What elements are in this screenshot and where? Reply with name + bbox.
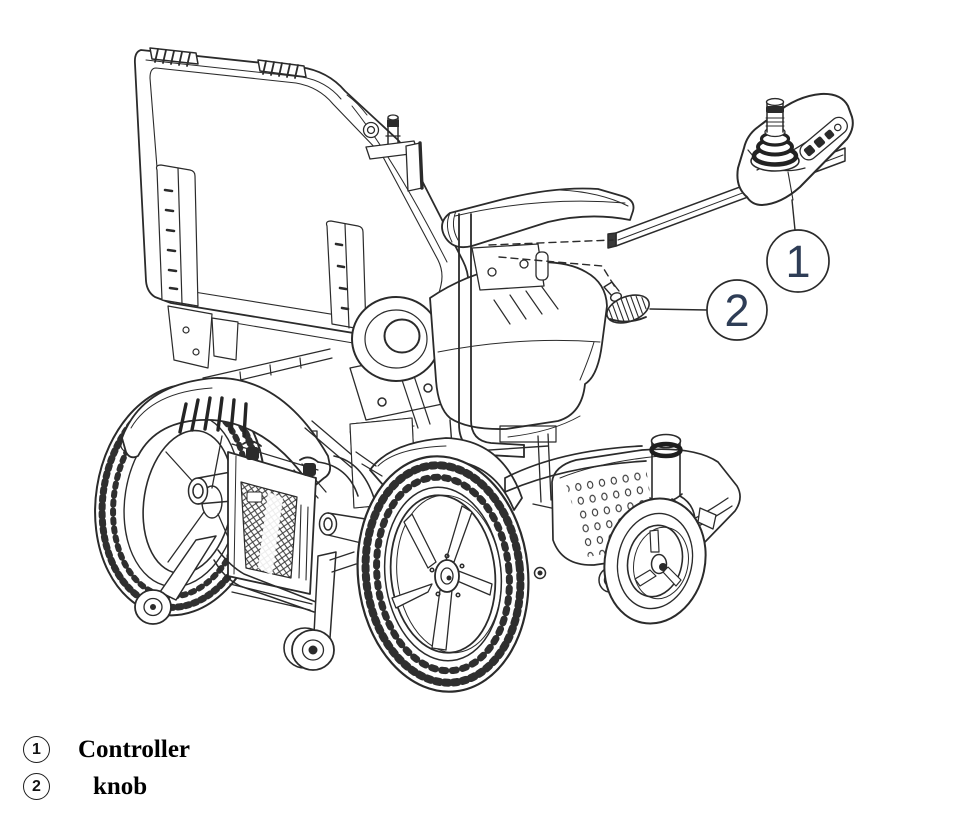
legend-number-1: 1 <box>23 736 50 763</box>
anti-tip-assembly <box>134 535 357 671</box>
legend-item-controller: 1 Controller <box>23 731 190 768</box>
callout-1: 1 <box>766 199 830 293</box>
backrest-straps <box>155 164 367 331</box>
battery-box <box>227 417 417 611</box>
dashed-line-knob <box>498 256 616 288</box>
callout-1-leader-line <box>791 199 796 231</box>
legend-label-knob: knob <box>93 773 148 800</box>
wheel-spokes <box>391 505 493 651</box>
backrest-lower-brackets <box>167 305 449 389</box>
armrest-bracket <box>471 243 549 291</box>
legend-item-knob: 2 knob <box>23 768 190 805</box>
fender-vents <box>178 396 248 438</box>
push-handle-grips <box>149 47 307 79</box>
legend-label-controller: Controller <box>78 736 191 763</box>
assembly-dashed-lines <box>488 239 616 288</box>
right-drive-wheel <box>356 455 530 693</box>
controller-unit <box>736 92 854 206</box>
headrest-bracket <box>362 114 424 192</box>
callout-1-circle <box>766 229 830 293</box>
legend-number-2: 2 <box>23 773 50 800</box>
callout-2: 2 <box>649 279 768 341</box>
callout-1-number: 1 <box>785 236 810 287</box>
anti-tip-wheel-right <box>283 551 357 671</box>
seat-cushion <box>429 261 608 438</box>
callout-2-circle <box>706 279 768 341</box>
mounting-knob <box>603 281 650 324</box>
controller-joystick <box>750 97 800 172</box>
front-caster <box>603 433 717 625</box>
controller-keypad <box>799 116 848 161</box>
armrest <box>441 187 635 291</box>
battery-clamps <box>242 440 319 476</box>
recline-handwheel <box>349 296 463 429</box>
dashed-line-rail <box>488 239 614 246</box>
callout-2-leader-line <box>649 308 708 311</box>
backrest <box>133 47 470 389</box>
callout-2-number: 2 <box>724 285 749 336</box>
legend: 1 Controller 2 knob <box>23 731 190 805</box>
anti-tip-wheel-left <box>134 535 217 625</box>
